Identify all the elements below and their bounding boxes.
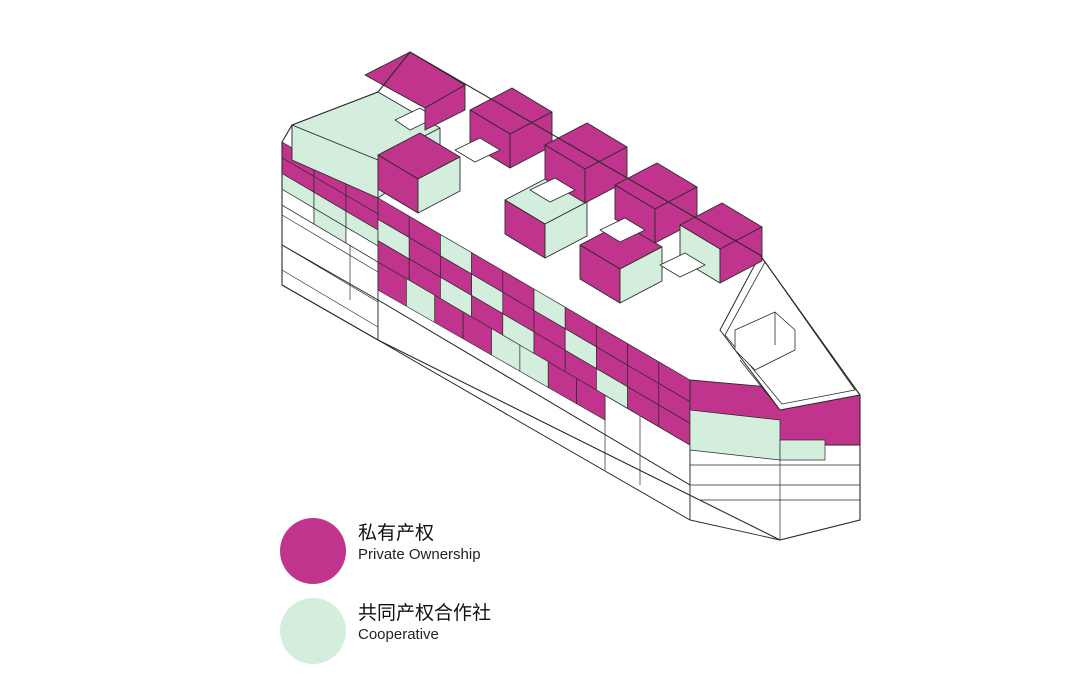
front-lower-cell [576,378,606,421]
legend-swatch-private [280,518,346,584]
legend-label-cooperative-en: Cooperative [358,626,439,643]
roof-bay-6-side [719,226,763,284]
floor-line [377,339,691,521]
legend-label-cooperative-cn: 共同产权合作社 [358,602,492,624]
building-outline [281,51,861,541]
terrace-line [739,359,781,411]
roof-bay-0-side [417,156,461,214]
roof-court-3 [659,252,706,278]
legend-swatch-cooperative [280,598,346,664]
floor-line [377,299,691,486]
legend-label-private-en: Private Ownership [358,546,481,563]
floor-line [281,214,379,273]
roof-p1-side [424,84,466,131]
building-massing [281,51,861,541]
roof-court-2 [599,217,646,243]
floor-line [281,244,379,303]
end-band-green-2 [779,439,826,461]
roof-bay-4-side [619,246,663,304]
roof-bay-2-side [544,201,588,259]
legend-label-private-cn: 私有产权 [358,522,435,544]
floor-line [281,269,379,328]
roof-court-0 [454,137,501,163]
roof-court-1 [529,177,576,203]
